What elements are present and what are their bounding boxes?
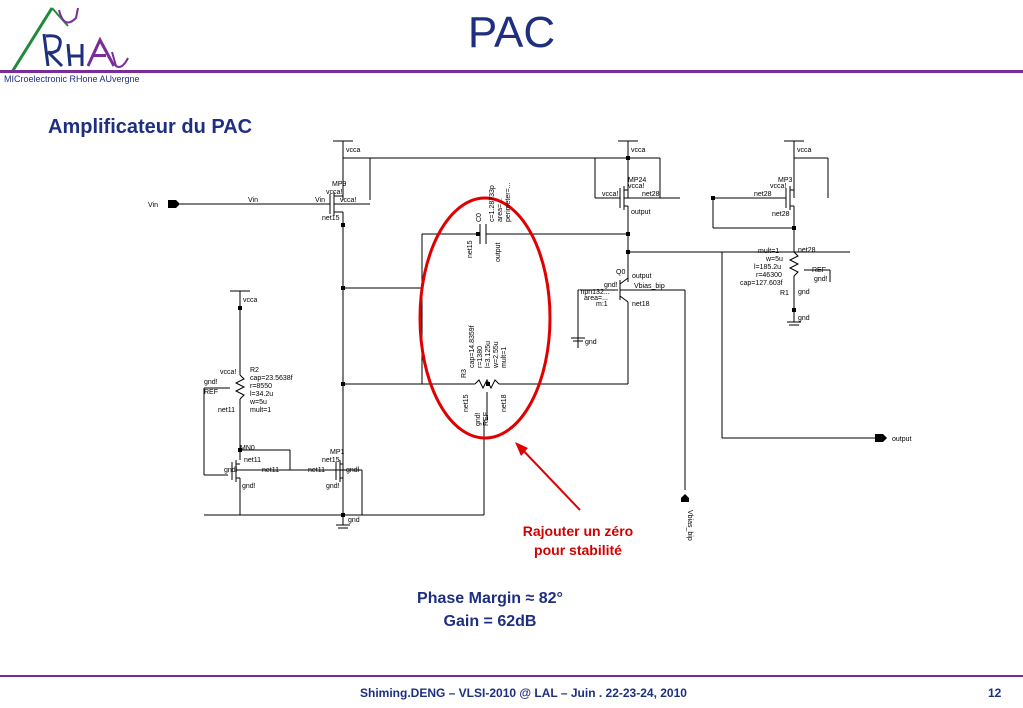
q0-name: Q0 (616, 269, 625, 276)
r3-right-net: net18 (501, 394, 508, 412)
mn0-source: gnd! (242, 483, 256, 490)
q0-param-area: area=... (584, 295, 608, 302)
r2-name: R2 (250, 367, 259, 374)
r3-param-l: l=3.125u (485, 341, 492, 368)
r1-param-cap: cap=127.603f (740, 280, 783, 287)
vbias-pin-label: Vbias_bip (686, 510, 693, 541)
gain: Gain = 62dB (443, 613, 537, 630)
q0-param-model: "npn132... (578, 289, 610, 296)
r2-param-l: l=34.2u (250, 391, 273, 398)
r3-param-cap: cap=14.8359f (469, 325, 476, 368)
mp24-source: vcca! (628, 183, 644, 190)
vin-pin-label: Vin (148, 202, 158, 209)
zero-annotation: Rajouter un zéro pour stabilité (493, 522, 663, 560)
gnd-label-3: gnd (348, 517, 360, 524)
r3-param-w: w=2.55u (493, 341, 500, 369)
vcca-label-1: vcca (346, 147, 361, 154)
r1-param-mult: mult=1 (758, 248, 779, 255)
r3-param-r: r=1380 (477, 346, 484, 368)
q0-base: Vbias_bip (634, 283, 665, 290)
c0-left-net: net15 (467, 240, 474, 258)
mp24-gate: vcca! (602, 191, 618, 198)
r2-param-mult: mult=1 (250, 407, 271, 414)
c0-param-area: area=... (497, 198, 504, 222)
vin-wire-label: Vin (248, 197, 258, 204)
gnd-label-1: gnd (585, 339, 597, 346)
r1-param-w: w=5u (765, 256, 783, 263)
r3-ref: REF (483, 412, 490, 426)
r1-param-l: l=185.2u (754, 264, 781, 271)
c0-param-c: c=1.28733p (489, 185, 496, 222)
mp3-gate: net28 (754, 191, 772, 198)
r2-bottom-net: net11 (218, 407, 235, 414)
q0-emitter: net18 (632, 301, 650, 308)
r3-left-net: net15 (463, 394, 470, 412)
annotation-line-2: pour stabilité (534, 542, 622, 558)
c0-right-net: output (495, 242, 502, 262)
c0-name: C0 (476, 213, 483, 222)
r1-ref: REF (812, 267, 826, 274)
q0-param-m: m:1 (596, 301, 608, 308)
mn0-gate-right: net11 (262, 467, 279, 474)
q0-sub: gnd! (604, 282, 618, 289)
mp9-name: MP9 (332, 181, 347, 188)
mp24-gate-net: net28 (642, 191, 660, 198)
mp24-name: MP24 (628, 177, 646, 184)
r2-param-cap: cap=23.5638f (250, 375, 293, 382)
micrhau-logo (10, 7, 129, 73)
r2-param-w: w=5u (249, 399, 267, 406)
r1-param-r: r=46300 (756, 272, 782, 279)
vcca-label-3: vcca (797, 147, 812, 154)
output-pin-label: output (892, 436, 912, 443)
mp1-bulk: gndl (346, 467, 360, 474)
r1-top-net: net28 (798, 247, 816, 254)
r2-param-r: r=8550 (250, 383, 272, 390)
mp9-gate: Vin (315, 197, 325, 204)
r3-name: R3 (461, 369, 468, 378)
logo-tagline: MICroelectronic RHone AUvergne (4, 74, 140, 84)
r2-gnd: gnd! (204, 379, 218, 386)
r2-ref: REF (204, 389, 218, 396)
mp9-drain: net15 (322, 215, 340, 222)
footer-text: Shiming.DENG – VLSI-2010 @ LAL – Juin . … (360, 686, 687, 700)
vcca-label-2: vcca (631, 147, 646, 154)
r2-top-net: vcca! (220, 369, 236, 376)
mp3-drain: net28 (772, 211, 790, 218)
mp1-source: gnd! (326, 483, 340, 490)
annotation-line-1: Rajouter un zéro (522, 523, 634, 539)
slide-title: PAC (467, 8, 556, 57)
amplifier-schematic: Vin Vin output Vbias_bip vcca vcca vcca … (148, 140, 912, 541)
mn0-gate: gndl (224, 467, 238, 474)
r3-gnd: gnd! (475, 412, 482, 426)
phase-margin: Phase Margin ≈ 82° (417, 590, 563, 607)
mp24-drain: output (631, 209, 651, 216)
mp1-gate: net11 (308, 467, 325, 474)
r1-bottom: gnd (798, 289, 810, 296)
mn0-name: MN0 (240, 445, 255, 452)
mp3-name: MP3 (778, 177, 793, 184)
page-number: 12 (988, 686, 1002, 700)
gnd-label-2: gnd (798, 315, 810, 322)
q0-collector: output (632, 273, 652, 280)
mp1-drain: net15 (322, 457, 340, 464)
mp1-name: MP1 (330, 449, 345, 456)
r1-name: R1 (780, 290, 789, 297)
vcca-label-4: vcca (243, 297, 258, 304)
mp9-bulk: vcca! (340, 197, 356, 204)
r3-param-mult: mult=1 (501, 347, 508, 368)
mp3-source: vcca! (770, 183, 786, 190)
c0-param-perimeter: perimeter=... (505, 182, 512, 222)
mp9-source: vcca! (326, 189, 342, 196)
slide-subtitle: Amplificateur du PAC (48, 116, 253, 138)
r1-gnd: gnd! (814, 276, 828, 283)
mn0-drain: net11 (244, 457, 261, 464)
footer-divider (0, 675, 1023, 677)
title-divider (0, 70, 1023, 73)
